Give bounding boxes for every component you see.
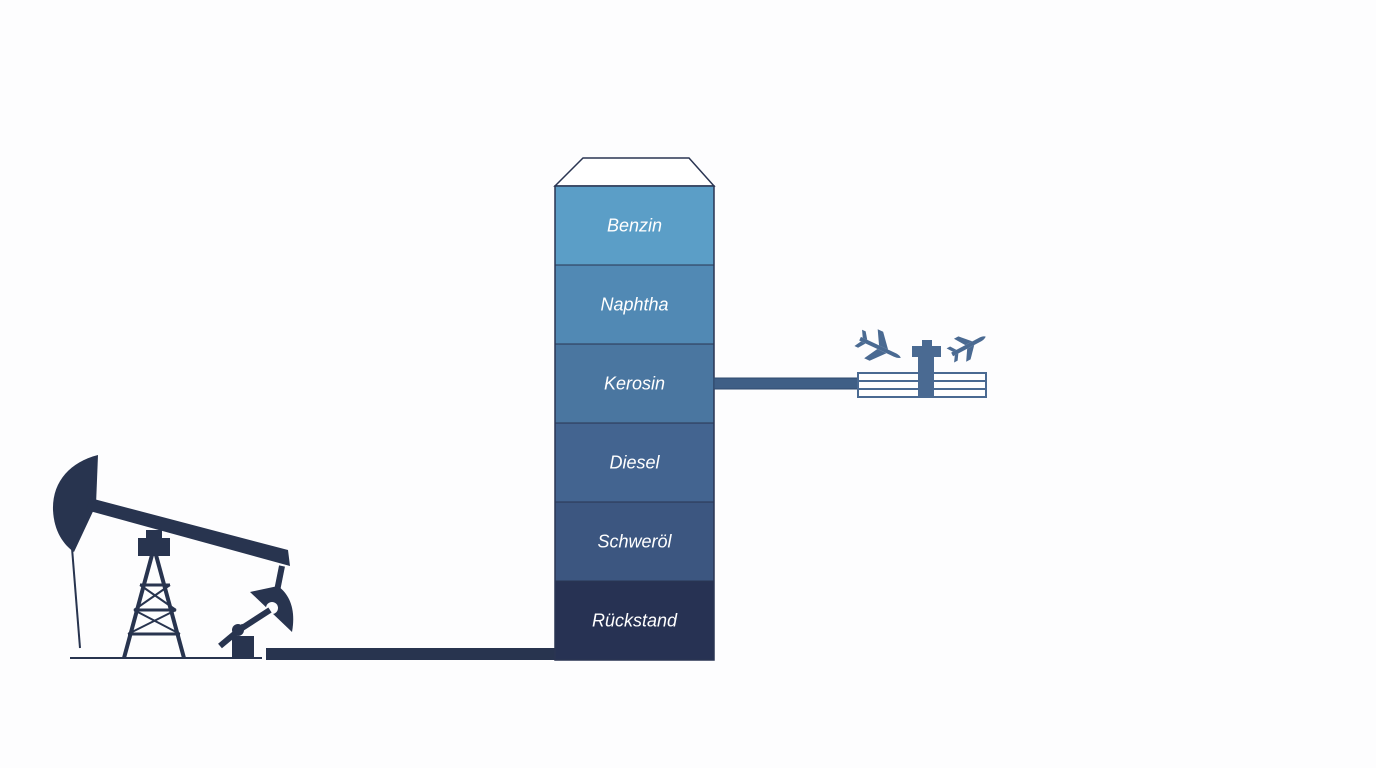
fraction-layer-schweroel xyxy=(554,501,715,582)
fraction-label-diesel: Diesel xyxy=(609,453,660,473)
oil-pumpjack-icon xyxy=(52,455,294,659)
column-outline xyxy=(554,185,715,661)
crude-feed-pipe xyxy=(266,648,558,660)
fraction-layer-kerosin xyxy=(554,343,715,424)
kerosin-output-pipe xyxy=(713,377,861,390)
fraction-label-benzin: Benzin xyxy=(607,216,662,236)
fraction-layer-naphtha xyxy=(554,264,715,345)
fraction-label-naphtha: Naphtha xyxy=(600,295,668,315)
fraction-label-schweroel: Schweröl xyxy=(597,532,672,552)
fraction-label-rueckstand: Rückstand xyxy=(592,611,678,631)
departing-plane-icon xyxy=(946,336,986,363)
fraction-layer-diesel xyxy=(554,422,715,503)
column-top-cap xyxy=(553,157,716,187)
distillation-column: BenzinNaphthaKerosinDieselSchwerölRückst… xyxy=(553,157,716,661)
fraction-label-kerosin: Kerosin xyxy=(604,374,665,394)
landing-plane-icon xyxy=(854,329,901,361)
airport-with-planes-icon xyxy=(854,329,987,398)
fraction-layers: BenzinNaphthaKerosinDieselSchwerölRückst… xyxy=(554,185,715,661)
